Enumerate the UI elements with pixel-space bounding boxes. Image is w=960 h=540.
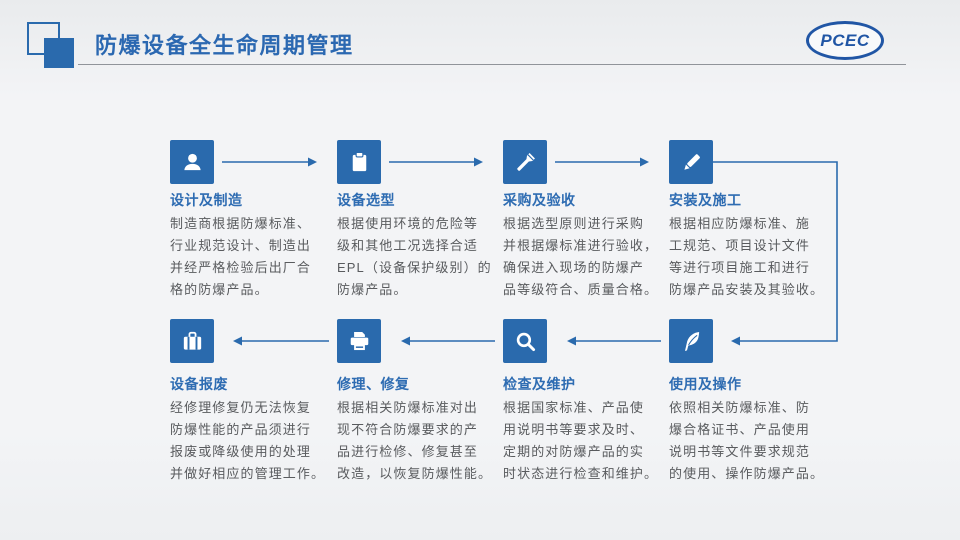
flow-node-design-manufacture: 设计及制造 制造商根据防爆标准、 行业规范设计、制造出 并经严格检验后出厂合 格… [170,140,335,301]
pencil-icon [669,140,713,184]
node-description: 经修理修复仍无法恢复 防爆性能的产品须进行 报废或降级使用的处理 并做好相应的管… [170,400,326,481]
flashlight-icon [503,140,547,184]
header-divider [78,64,906,65]
flow-node-repair-restore: 修理、修复 根据相关防爆标准对出 现不符合防爆要求的产 品进行检修、修复甚至 改… [337,319,502,485]
feather-icon [669,319,713,363]
title-decoration-solid-square [44,38,74,68]
pcec-logo: PCEC [806,21,884,60]
user-icon [170,140,214,184]
node-title: 修理、修复 [337,376,410,392]
flow-node-inspection-maintenance: 检查及维护 根据国家标准、产品使 用说明书等要求及时、 定期的对防爆产品的实 时… [503,319,668,485]
pcec-logo-text: PCEC [820,30,870,50]
page-title: 防爆设备全生命周期管理 [95,33,354,58]
node-title: 安装及施工 [669,192,742,208]
node-description: 根据相应防爆标准、施 工规范、项目设计文件 等进行项目施工和进行 防爆产品安装及… [669,216,825,297]
node-title: 设备选型 [337,192,395,208]
flow-node-equipment-selection: 设备选型 根据使用环境的危险等 级和其他工况选择合适 EPL（设备保护级别）的 … [337,140,502,301]
printer-icon [337,319,381,363]
node-description: 根据相关防爆标准对出 现不符合防爆要求的产 品进行检修、修复甚至 改造，以恢复防… [337,400,493,481]
flow-node-installation-construction: 安装及施工 根据相应防爆标准、施 工规范、项目设计文件 等进行项目施工和进行 防… [669,140,834,301]
node-description: 制造商根据防爆标准、 行业规范设计、制造出 并经严格检验后出厂合 格的防爆产品。 [170,216,312,297]
node-title: 设备报废 [170,376,228,392]
node-description: 根据使用环境的危险等 级和其他工况选择合适 EPL（设备保护级别）的 防爆产品。 [337,216,492,297]
flow-node-procurement-acceptance: 采购及验收 根据选型原则进行采购 并根据爆标准进行验收， 确保进入现场的防爆产 … [503,140,668,301]
flow-node-use-operation: 使用及操作 依照相关防爆标准、防 爆合格证书、产品使用 说明书等文件要求规范 的… [669,319,834,485]
node-description: 根据选型原则进行采购 并根据爆标准进行验收， 确保进入现场的防爆产 品等级符合、… [503,216,659,297]
clipboard-icon [337,140,381,184]
node-title: 使用及操作 [669,376,742,392]
node-title: 采购及验收 [503,192,576,208]
search-icon [503,319,547,363]
node-title: 设计及制造 [170,192,243,208]
node-title: 检查及维护 [503,376,576,392]
node-description: 根据国家标准、产品使 用说明书等要求及时、 定期的对防爆产品的实 时状态进行检查… [503,400,659,481]
flow-node-equipment-scrapping: 设备报废 经修理修复仍无法恢复 防爆性能的产品须进行 报废或降级使用的处理 并做… [170,319,335,485]
suitcase-icon [170,319,214,363]
node-description: 依照相关防爆标准、防 爆合格证书、产品使用 说明书等文件要求规范 的使用、操作防… [669,400,825,481]
